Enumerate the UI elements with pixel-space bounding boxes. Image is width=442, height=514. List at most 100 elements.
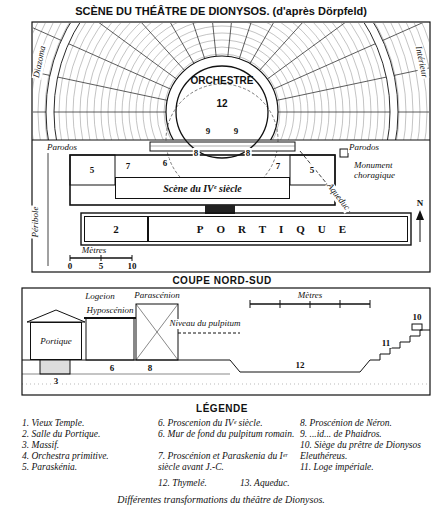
paraskenion [290, 155, 335, 185]
plan-stroke [277, 45, 429, 100]
plan-label: Aqueduc [324, 181, 352, 213]
section-frame [22, 288, 430, 395]
legend-entry: 7. Proscénion et Paraskenia du Iᵉʳ siècl… [158, 451, 296, 473]
legend-text: 8. Proscénion de Néron. [300, 418, 392, 428]
plan-stroke [33, 23, 429, 140]
legend-entry: 5. Paraskénia. [22, 462, 154, 473]
logeion-floor [84, 317, 136, 319]
hyposcenion [86, 318, 134, 360]
proscenion-line [150, 146, 295, 147]
foundation [22, 374, 230, 375]
plan-stroke [33, 23, 429, 140]
legend-text: 6. Mur de fond du pulpitum romain. [158, 429, 294, 439]
cavea-seats [33, 23, 429, 140]
plan-stroke [45, 23, 399, 140]
plan-label: Mètres [297, 291, 324, 301]
legend-entry: 3. Massif. [22, 440, 154, 451]
plan-label: Hyposcénion [86, 306, 135, 316]
callout-number: 7 [125, 161, 132, 171]
plan-stroke [278, 112, 429, 113]
legend-text: 7. Proscénion et Paraskenia du Iᵉʳ siècl… [158, 451, 287, 472]
node-label: PORTIQUE [197, 223, 359, 235]
scene-wall [70, 155, 335, 205]
node-label: Scène du IVᵉ siècle [163, 183, 242, 194]
legend-entry: 6. Mur de fond du pulpitum romain. [158, 429, 296, 440]
legend-entry: 8. Proscénion de Néron. [300, 418, 432, 429]
parascenion-cross [136, 304, 178, 360]
legend-text: 3. Massif. [22, 440, 59, 450]
plan-stroke [33, 23, 420, 140]
callout-number: 6 [162, 158, 169, 168]
callout-number: N [416, 198, 425, 208]
plan-stroke [189, 23, 217, 56]
callout-number: 5 [98, 261, 105, 271]
legend-entry: 4. Orchestra primitive. [22, 451, 154, 462]
portique-section: Portique [30, 322, 82, 360]
plan-stroke [33, 23, 429, 140]
legend-entry: 13. Aqueduc. [240, 478, 340, 489]
legend-text: 11. Loge impériale. [300, 462, 374, 472]
node-label: Portique [40, 336, 72, 346]
parascenion-cross [136, 304, 178, 360]
plan-stroke [33, 23, 429, 140]
plan-label: COUPE NORD-SUD [171, 275, 272, 286]
plan-stroke [122, 23, 322, 140]
callout-number: 11 [381, 338, 392, 348]
node-label: 2 [113, 223, 119, 235]
callout-number: 10 [412, 312, 423, 322]
plan-stroke [33, 23, 429, 140]
orchestra-outline [176, 66, 268, 158]
orchestra-circle: ORCHESTRE12 [175, 65, 269, 159]
plan-stroke [62, 23, 194, 64]
legend-entry: 6. Proscenion du IVᵉ siècle. [158, 418, 296, 429]
plan-stroke [50, 23, 394, 140]
scale-tick [132, 255, 133, 261]
plan-stroke [94, 23, 350, 140]
legend-text: 6. Proscenion du IVᵉ siècle. [158, 418, 263, 428]
plan-stroke [101, 23, 343, 140]
plan-stroke [87, 23, 357, 140]
legend-entry: 11. Loge impériale. [300, 462, 432, 473]
plan-label: Intérieur [413, 44, 430, 79]
callout-number: 9 [205, 126, 212, 136]
plan-stroke [166, 56, 278, 140]
ground-profile [22, 330, 430, 372]
caption: Différentes transformations du théâtre d… [0, 494, 442, 505]
legend-entry: 9. ...id... de Phaidros. [300, 429, 432, 440]
scale-tick [280, 300, 281, 308]
legend-text: 13. Aqueduc. [240, 478, 290, 488]
callout-number: 7 [275, 161, 282, 171]
callout-number: 10 [127, 261, 138, 271]
legend-entry: 2. Salle du Portique. [22, 429, 154, 440]
legend-text: 1. Vieux Temple. [22, 418, 84, 428]
plan-stroke [267, 23, 429, 79]
portique-wall [81, 213, 411, 245]
plan-label: Parodos [348, 143, 380, 153]
plan-stroke [115, 23, 329, 140]
plan-stroke [143, 33, 301, 140]
scale-tick [340, 300, 341, 308]
scale-tick [250, 300, 251, 308]
scale-tick [70, 255, 71, 261]
monument-choragique [340, 149, 348, 157]
callout-number: 8 [147, 363, 154, 373]
callout-number: 0 [67, 261, 74, 271]
legend-text: 12. Thymelé. [158, 478, 207, 488]
legend-entry: 10. Siège du prêtre de Dionysos Eleuthér… [300, 440, 432, 462]
callout-number: 5 [309, 165, 316, 175]
plan-stroke [273, 23, 429, 89]
plan-stroke [136, 26, 308, 140]
callout-number: 8 [245, 148, 252, 158]
plan-stroke [108, 23, 336, 140]
callout-number: 8 [193, 148, 200, 158]
callout-number: 5 [89, 165, 96, 175]
portique-room: 2 [84, 216, 148, 242]
node-label: 12 [216, 98, 227, 109]
callout-number: 12 [295, 360, 306, 370]
plan-stroke [239, 23, 321, 59]
plan-stroke [33, 23, 429, 140]
massif-section [40, 360, 70, 374]
legend-entry: 1. Vieux Temple. [22, 418, 154, 429]
callout-number: 3 [53, 376, 60, 386]
